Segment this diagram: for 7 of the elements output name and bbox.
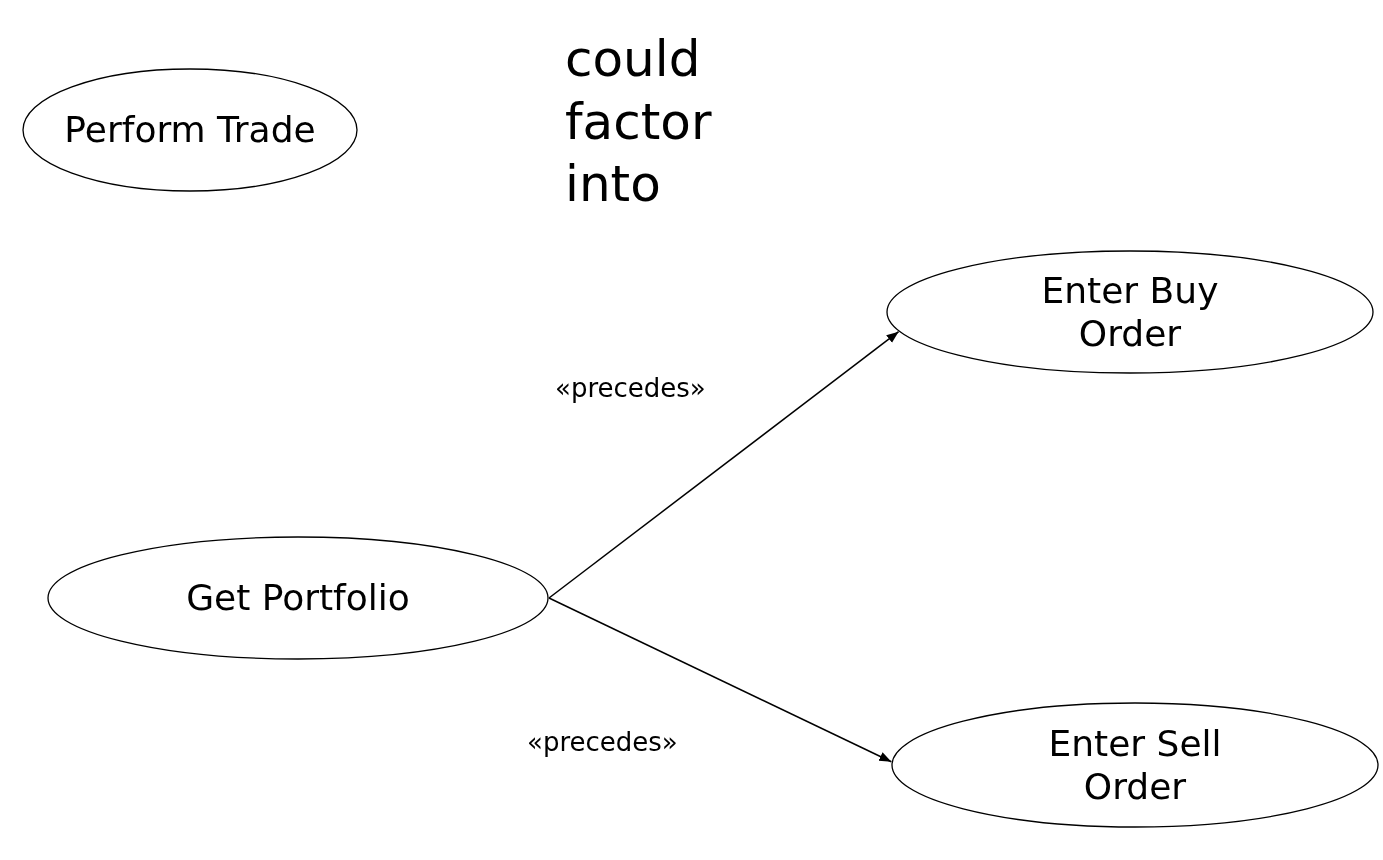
arrow [548, 597, 893, 763]
use-case-name: Get Portfolio [185, 576, 411, 620]
arrow [548, 330, 900, 599]
note-text: could factor into [565, 29, 713, 215]
use-case-name: Perform Trade [63, 108, 317, 152]
use-case-name: Enter Buy Order [1040, 268, 1220, 356]
use-case-name: Enter Sell Order [1047, 721, 1223, 809]
